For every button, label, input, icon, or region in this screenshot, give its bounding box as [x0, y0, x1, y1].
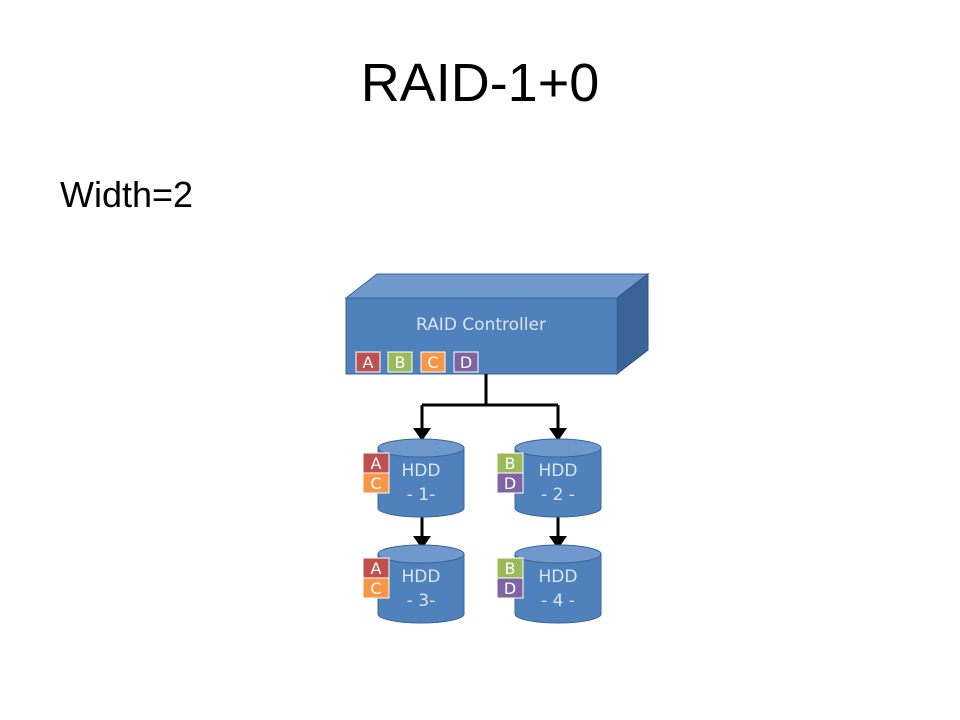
hdd-name: HDD — [539, 461, 578, 481]
block-label: B — [505, 559, 516, 578]
cylinder-body — [514, 553, 602, 624]
controller-block-a: A — [355, 351, 381, 373]
hdd-3: HDD - 3- A C — [362, 544, 465, 624]
hdd-number: - 2 - — [541, 485, 575, 505]
block-label: C — [370, 579, 381, 598]
hdd-number: - 4 - — [541, 591, 575, 611]
block-label: C — [427, 353, 438, 372]
connectors — [420, 374, 560, 538]
block-label: B — [505, 454, 516, 473]
cylinder-top — [377, 438, 465, 458]
hdd-1: HDD - 1- A C — [362, 438, 465, 518]
hdd-4: HDD - 4 - B D — [496, 544, 602, 624]
hdd-name: HDD — [402, 461, 441, 481]
hdd-number: - 1- — [407, 485, 436, 505]
cylinder-body — [514, 447, 602, 518]
block-label: D — [504, 474, 516, 493]
raid-controller: RAID Controller A B C D — [344, 272, 650, 376]
block-label: A — [363, 353, 374, 372]
controller-block-b: B — [387, 351, 413, 373]
cylinder-top — [514, 438, 602, 458]
block-label: B — [395, 353, 406, 372]
slide-subtitle: Width=2 — [60, 174, 194, 215]
arrowhead-hdd1 — [413, 428, 431, 441]
block-label: A — [371, 454, 382, 473]
hdd-name: HDD — [402, 567, 441, 587]
hdd-2: HDD - 2 - B D — [496, 438, 602, 518]
controller-front-face — [345, 297, 618, 375]
cylinder-body — [377, 447, 465, 518]
block-label: D — [504, 579, 516, 598]
arrowhead-hdd3 — [413, 536, 431, 549]
block-label: A — [371, 559, 382, 578]
arrowhead-hdd4 — [549, 536, 567, 549]
arrowhead-hdd2 — [549, 428, 567, 441]
slide-title: RAID-1+0 — [360, 53, 600, 113]
controller-top-face — [344, 273, 650, 299]
controller-block-c: C — [420, 351, 446, 373]
arrowheads — [413, 428, 567, 549]
hdd-name: HDD — [539, 567, 578, 587]
cylinder-top — [514, 544, 602, 564]
hdd-number: - 3- — [407, 591, 436, 611]
controller-label: RAID Controller — [416, 315, 546, 335]
cylinder-top — [377, 544, 465, 564]
controller-block-d: D — [453, 351, 479, 373]
cylinder-body — [377, 553, 465, 624]
block-label: D — [460, 353, 472, 372]
block-label: C — [370, 474, 381, 493]
